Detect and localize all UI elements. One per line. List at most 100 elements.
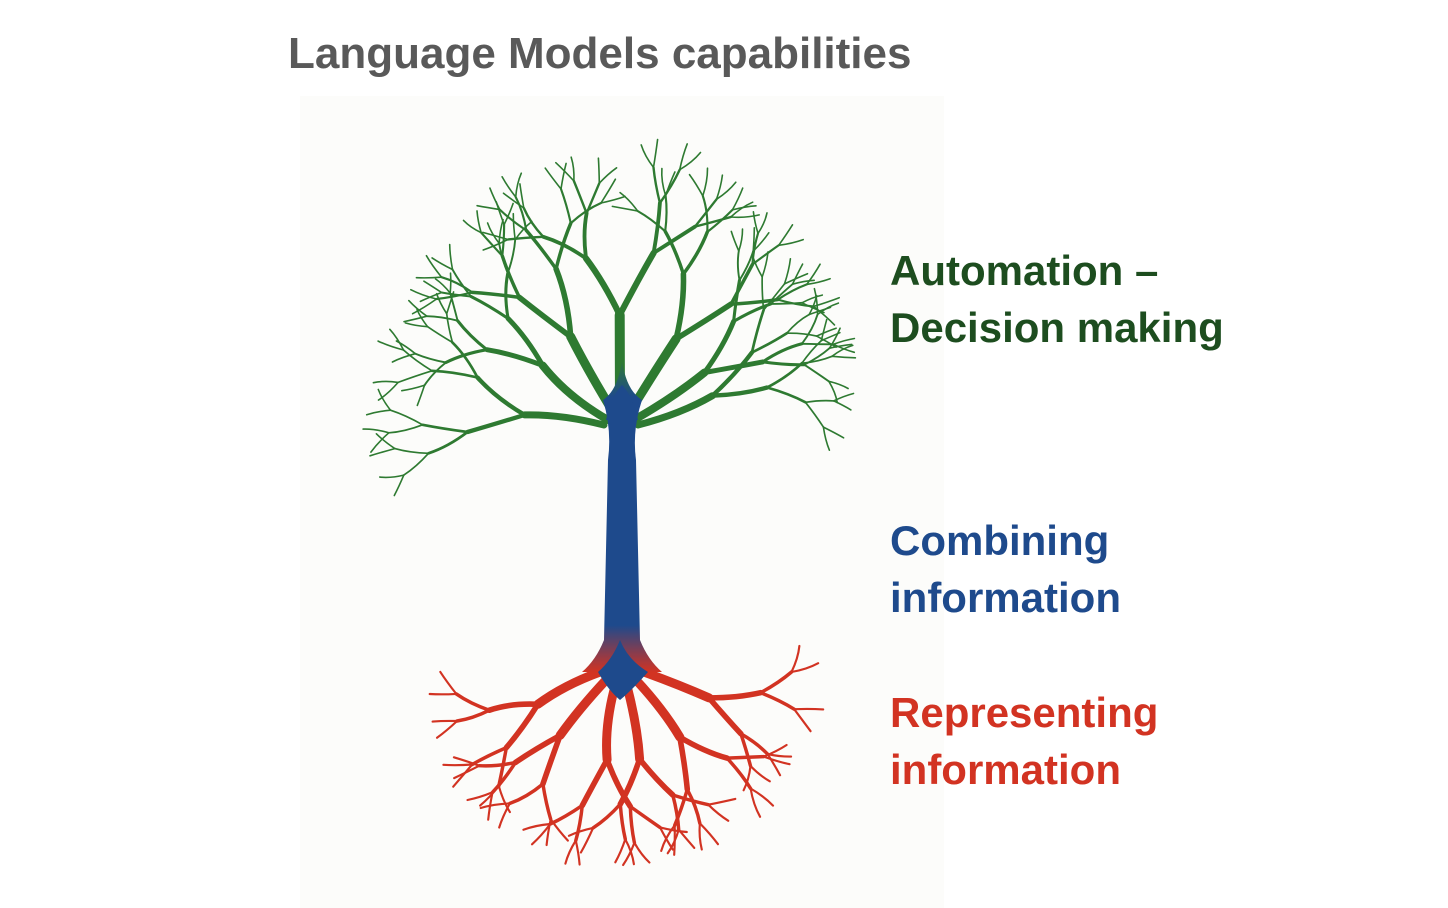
- branch-segment: [475, 375, 527, 418]
- branch-segment: [707, 803, 730, 822]
- branch-segment: [651, 224, 697, 255]
- branch-segment: [430, 369, 479, 379]
- branch-segment: [498, 802, 511, 829]
- branch-segment: [591, 802, 623, 830]
- label-representing-line1: Representing: [890, 689, 1159, 736]
- branch-segment: [702, 318, 737, 375]
- branch-segment: [749, 787, 775, 807]
- branch-segment: [602, 685, 619, 765]
- branch-segment: [506, 238, 517, 275]
- branch-segment: [777, 224, 794, 247]
- branch-segment: [791, 279, 815, 285]
- branch-segment: [451, 341, 479, 379]
- branch-segment: [569, 201, 603, 225]
- label-representing-line2: information: [890, 746, 1121, 793]
- branch-segment: [751, 255, 763, 278]
- branch-segment: [555, 675, 611, 740]
- page-title: Language Models capabilities: [288, 29, 912, 78]
- branch-segment: [489, 187, 501, 211]
- tree-trunk: [582, 360, 662, 672]
- branch-segment: [411, 298, 438, 315]
- branch-segment: [658, 168, 681, 205]
- label-automation-line2: Decision making: [890, 304, 1224, 351]
- branch-segment: [498, 218, 504, 244]
- branch-segment: [664, 171, 676, 197]
- branch-segment: [725, 756, 753, 791]
- branch-segment: [758, 690, 796, 711]
- branch-segment: [514, 220, 533, 241]
- branch-segment: [677, 828, 696, 849]
- branch-segment: [479, 802, 511, 810]
- branch-segment: [758, 670, 794, 695]
- branch-segment: [505, 316, 546, 368]
- branch-segment: [671, 793, 681, 832]
- branch-segment: [761, 251, 769, 278]
- branch-segment: [482, 238, 509, 251]
- branch-segment: [808, 294, 818, 316]
- branch-segment: [803, 363, 830, 383]
- branch-segment: [617, 756, 643, 807]
- branch-segment: [502, 192, 525, 209]
- label-combining-line1: Combining: [890, 517, 1110, 564]
- branch-segment: [822, 426, 845, 439]
- branch-segment: [389, 328, 405, 351]
- branch-segment: [739, 732, 753, 768]
- branch-segment: [750, 331, 789, 354]
- branch-segment: [445, 312, 454, 344]
- branch-segment: [618, 802, 628, 841]
- branch-segment: [462, 219, 482, 234]
- branch-segment: [414, 352, 447, 364]
- branch-segment: [640, 144, 655, 169]
- branch-segment: [678, 143, 688, 171]
- branch-segment: [514, 172, 523, 198]
- branch-segment: [729, 262, 755, 306]
- branch-segment: [431, 257, 454, 271]
- branch-segment: [498, 242, 509, 275]
- branch-segment: [456, 319, 489, 352]
- branch-segment: [698, 822, 720, 846]
- branch-segment: [379, 474, 405, 479]
- branch-segment: [452, 763, 474, 788]
- branch-segment: [804, 401, 825, 428]
- branch-segment: [628, 804, 637, 845]
- branch-segment: [777, 238, 804, 247]
- branch-segment: [416, 384, 426, 407]
- branch-segment: [707, 797, 737, 806]
- branch-segment: [365, 409, 392, 416]
- branch-segment: [559, 187, 572, 225]
- branch-segment: [548, 803, 585, 826]
- branch-segment: [512, 732, 563, 766]
- branch-segment: [486, 701, 541, 713]
- branch-segment: [736, 250, 741, 282]
- branch-segment: [503, 202, 514, 226]
- trunk-root-joint: [598, 640, 648, 700]
- branch-segment: [715, 174, 724, 201]
- branch-segment: [762, 283, 786, 311]
- branch-segment: [440, 276, 474, 294]
- branch-segment: [574, 839, 581, 866]
- branch-segment: [685, 787, 702, 825]
- branch-segment: [451, 268, 472, 298]
- branch-segment: [541, 234, 589, 261]
- branch-segment: [372, 380, 399, 384]
- label-representing: Representing information: [890, 684, 1158, 798]
- branch-segment: [831, 355, 857, 359]
- branch-segment: [636, 209, 667, 233]
- branch-segment: [402, 349, 433, 372]
- branch-segment: [449, 292, 459, 322]
- branch-segment: [636, 756, 676, 798]
- branch-segment: [497, 784, 511, 814]
- branch-segment: [801, 294, 824, 304]
- branch-segment: [560, 162, 567, 190]
- branch-segment: [454, 692, 492, 712]
- branch-segment: [427, 430, 469, 455]
- branch-segment: [769, 283, 794, 305]
- branch-segment: [567, 826, 595, 837]
- branch-segment: [504, 271, 510, 321]
- branch-segment: [370, 432, 390, 453]
- branch-segment: [822, 426, 831, 451]
- branch-segment: [449, 272, 452, 294]
- branch-segment: [815, 327, 837, 337]
- branch-segment: [508, 782, 545, 806]
- branch-segment: [710, 385, 770, 398]
